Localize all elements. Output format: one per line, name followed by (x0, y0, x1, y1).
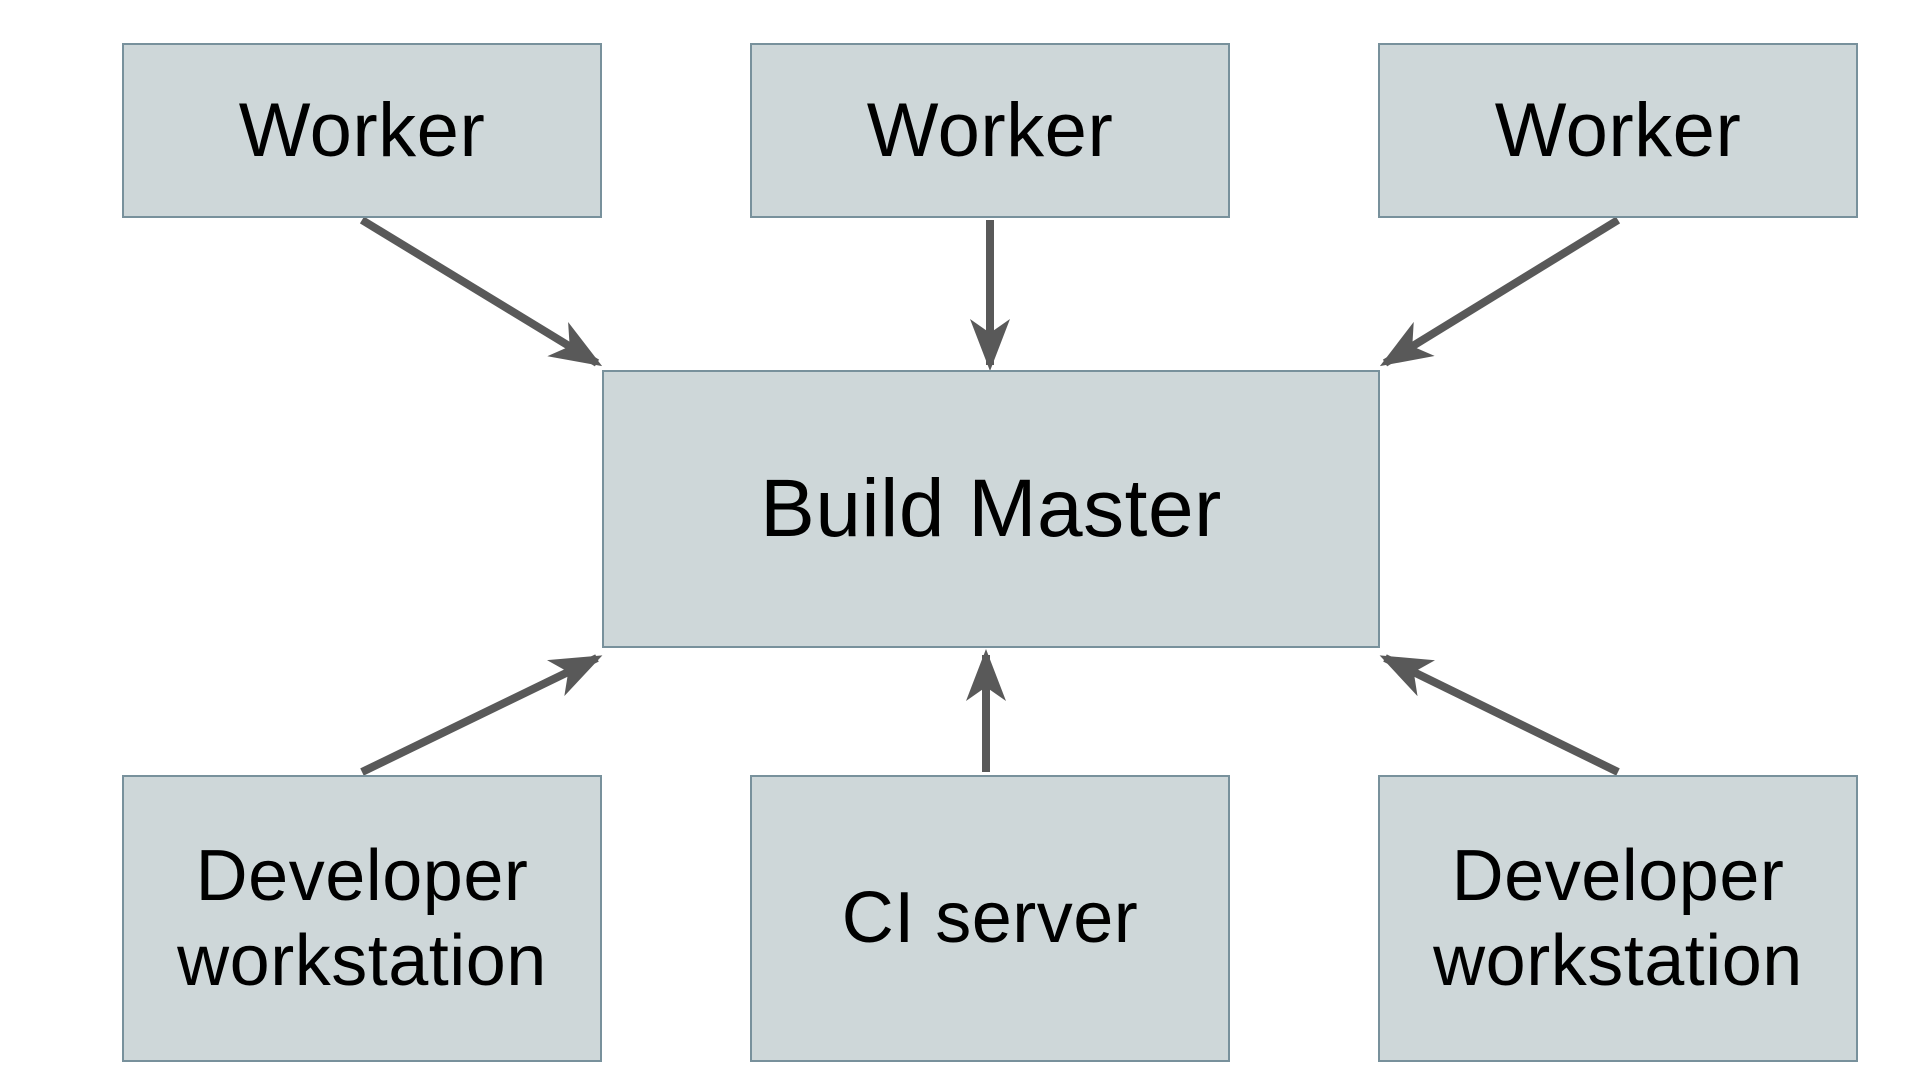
node-developer-workstation-2-label: Developer workstation (1433, 835, 1803, 1001)
node-build-master: Build Master (602, 370, 1380, 648)
node-worker-2-label: Worker (866, 87, 1114, 173)
node-ci-server: CI server (750, 775, 1230, 1062)
node-worker-3: Worker (1378, 43, 1858, 218)
arrow-worker-3-to-build-master (1379, 216, 1621, 367)
node-developer-workstation-1: Developer workstation (122, 775, 602, 1062)
node-build-master-label: Build Master (760, 462, 1222, 554)
arrow-dev-ws-2-to-build-master (1379, 654, 1620, 776)
node-ci-server-label: CI server (841, 878, 1139, 959)
node-worker-3-label: Worker (1494, 87, 1742, 173)
node-developer-workstation-2: Developer workstation (1378, 775, 1858, 1062)
node-worker-1-label: Worker (238, 87, 486, 173)
node-worker-1: Worker (122, 43, 602, 218)
node-worker-2: Worker (750, 43, 1230, 218)
arrow-dev-ws-1-to-build-master (360, 654, 603, 776)
arrow-worker-1-to-build-master (359, 216, 603, 367)
node-developer-workstation-1-label: Developer workstation (177, 835, 547, 1001)
